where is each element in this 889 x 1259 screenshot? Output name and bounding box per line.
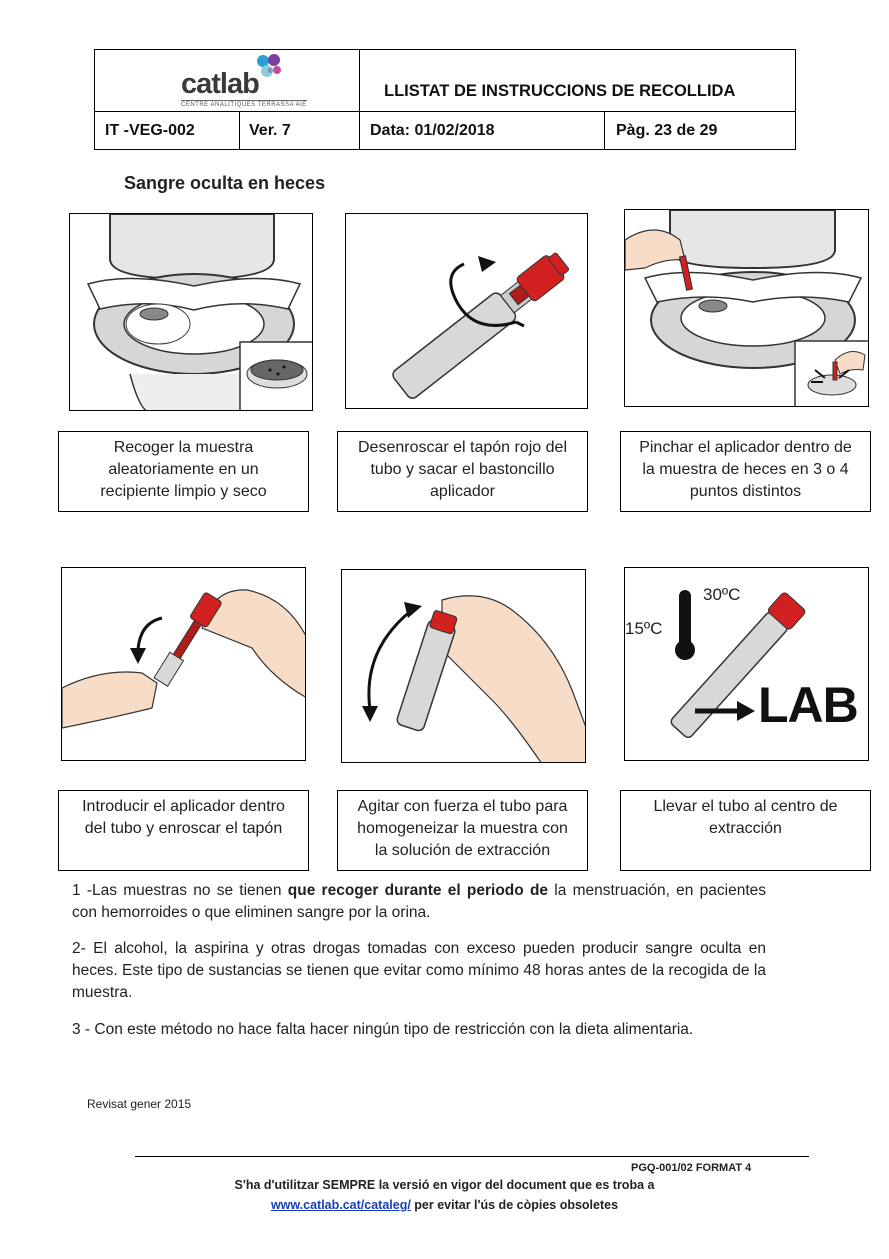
document-code: IT -VEG-002 [105,122,195,139]
shake-tube-icon [362,595,585,762]
temp-low-label: 15ºC [625,619,663,638]
insert-applicator-icon [62,589,305,729]
step-6-image: 30ºC 15ºC LAB [624,567,869,761]
catalog-link[interactable]: www.catlab.cat/cataleg/ [270,1198,411,1212]
footer-format-code: PGQ-001/02 FORMAT 4 [631,1162,752,1174]
document-page: Pàg. 23 de 29 [616,122,718,139]
toilet-sample-container-icon [86,214,312,410]
logo-word: catlab [181,68,260,100]
temp-high-label: 30ºC [703,585,741,604]
revision-note: Revisat gener 2015 [87,1097,192,1111]
step-4-image [61,567,306,761]
prick-sample-icon [625,210,868,406]
footer-divider [135,1156,809,1157]
footer-line-2: www.catlab.cat/cataleg/ per evitar l'ús … [270,1198,619,1212]
footer-line-1: S'ha d'utilitzar SEMPRE la versió en vig… [234,1178,655,1192]
step-3-image [624,209,869,407]
step-1-image [69,213,313,411]
logo-registered: ® [268,69,273,75]
logo-subtitle: CENTRE ANALÍTIQUES TERRASSA AIE [181,100,307,108]
note-3: 3 - Con este método no hace falta hacer … [72,1021,694,1038]
document-version: Ver. 7 [249,122,291,139]
catlab-logo: catlab ® CENTRE ANALÍTIQUES TERRASSA AIE [95,50,359,111]
tube-to-lab-icon [670,590,806,739]
section-title: Sangre oculta en heces [124,173,326,193]
unscrew-tube-icon [392,252,570,399]
logo-bubbles-icon [257,54,281,77]
document-header: catlab ® CENTRE ANALÍTIQUES TERRASSA AIE… [94,49,796,150]
step-2-image [345,213,588,409]
note-1: 1 -Las muestras no se tienen que recoger… [72,882,766,921]
lab-label: LAB [758,677,859,733]
document-date: Data: 01/02/2018 [370,122,495,139]
document-title: LLISTAT DE INSTRUCCIONS DE RECOLLIDA [384,82,736,100]
note-2: 2- El alcohol, la aspirina y otras droga… [72,940,766,1001]
step-5-image [341,569,586,763]
